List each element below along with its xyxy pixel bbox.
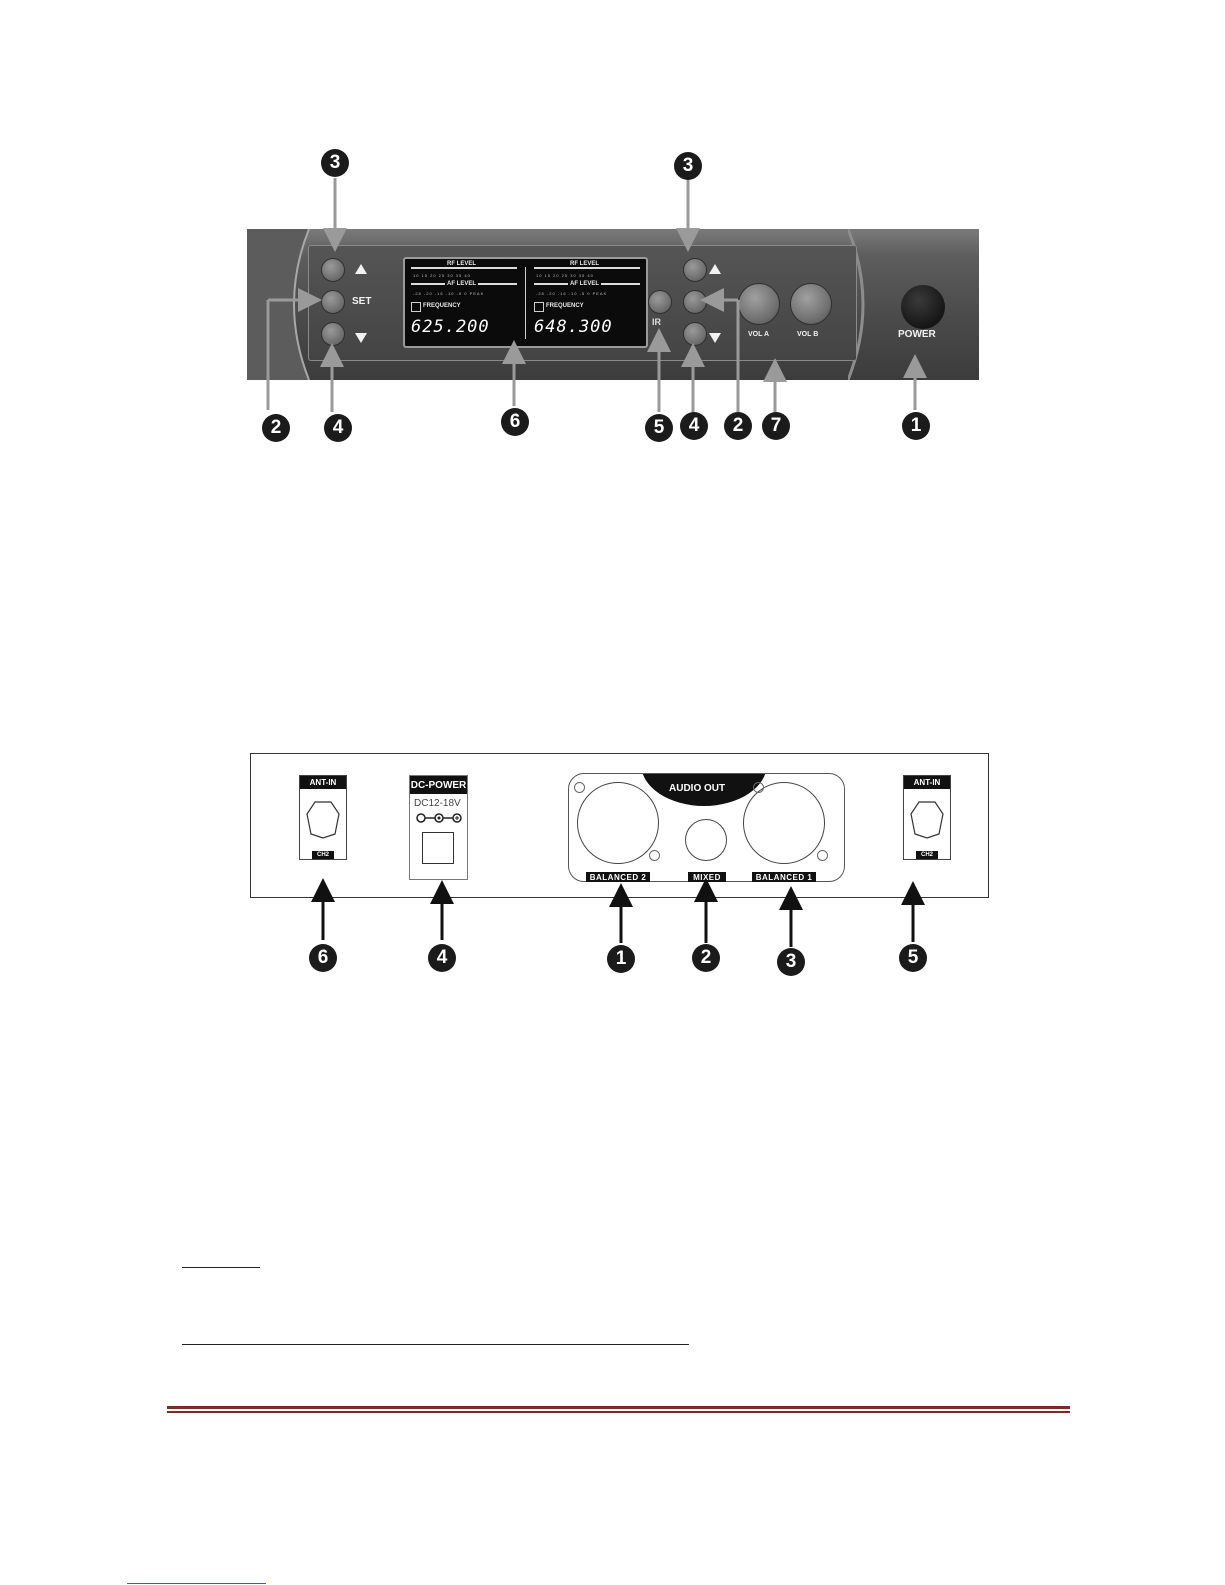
frequency-icon [411,302,421,312]
audio-out-label: AUDIO OUT [669,783,726,794]
up-button-a[interactable] [321,258,345,282]
callout-6: 6 [501,408,529,436]
rear-callout-1: 1 [607,945,635,973]
volume-a-knob[interactable] [738,283,780,325]
down-arrow-icon [355,333,367,343]
af-ticks: -28 -20 -16 -10 -5 0 PEAK [536,291,608,296]
balanced-1-label: BALANCED 1 [752,872,816,882]
rear-callout-4: 4 [428,944,456,972]
mount-hole [649,850,660,861]
up-arrow-icon [709,264,721,274]
footer-link-underline[interactable] [127,1583,266,1584]
callout-3-left: 3 [321,149,349,177]
channel-b-frequency: 648.300 [534,317,613,337]
rf-ticks: 10 15 20 25 30 35 40 [413,273,471,278]
up-button-b[interactable] [683,258,707,282]
mount-hole [753,782,764,793]
footer-rule-thin [167,1411,1070,1413]
rear-callout-6: 6 [309,944,337,972]
frequency-label: FREQUENCY [423,303,461,309]
callout-4-right: 4 [680,412,708,440]
ant-in-label: ANT-IN [904,776,950,789]
polarity-icon [416,813,462,823]
down-button-b[interactable] [683,322,707,346]
af-level-label: AF LEVEL [445,281,479,287]
front-panel-left-bevel [247,229,310,380]
callout-7: 7 [762,412,790,440]
footer-rule [167,1406,1070,1409]
ir-label: IR [652,317,661,327]
callout-3-right: 3 [674,152,702,180]
audio-out-block: AUDIO OUT [568,773,845,882]
mixed-label: MIXED [688,872,726,882]
rf-ticks: 10 15 20 25 30 35 40 [536,273,594,278]
antenna-input-right[interactable]: ANT-IN CH2 [903,775,951,860]
frequency-icon [534,302,544,312]
rf-level-label: RF LEVEL [568,261,602,267]
antenna-connector-icon [306,801,340,839]
dc-power-label: DC-POWER [410,776,467,794]
power-button[interactable] [901,285,945,329]
af-ticks: -28 -20 -16 -10 -5 0 PEAK [413,291,485,296]
rear-panel-diagram: ANT-IN CH2 DC-POWER DC12-18V AUDIO OUT [0,740,1225,980]
rear-callout-3: 3 [777,948,805,976]
dc-voltage-label: DC12-18V [414,798,461,809]
antenna-input-left[interactable]: ANT-IN CH2 [299,775,347,860]
callout-1: 1 [902,412,930,440]
heading-underline-short [182,1267,260,1268]
balanced-1-connector[interactable] [743,782,825,864]
power-label: POWER [898,329,936,340]
balanced-2-label: BALANCED 2 [586,872,650,882]
dc-power-jack[interactable] [422,832,454,864]
ant-in-label: ANT-IN [300,776,346,789]
ant-channel-chip: CH2 [916,851,938,859]
vol-a-label: VOL A [748,331,770,338]
set-label: SET [352,296,372,307]
volume-b-knob[interactable] [790,283,832,325]
rear-callout-5: 5 [899,944,927,972]
up-arrow-icon [355,264,367,274]
lcd-channel-a: RF LEVEL 10 15 20 25 30 35 40 AF LEVEL -… [405,259,523,346]
vol-b-label: VOL B [797,331,819,338]
front-callout-arrows [266,178,927,412]
rear-callout-arrows [311,878,925,947]
mount-hole [817,850,828,861]
callout-2-left: 2 [262,414,290,442]
mixed-connector[interactable] [685,819,727,861]
set-button-a[interactable] [321,290,345,314]
channel-a-frequency: 625.200 [411,317,490,337]
callout-5: 5 [645,414,673,442]
dc-power-block: DC-POWER DC12-18V [409,775,468,880]
callout-2-right: 2 [724,412,752,440]
lcd-divider [525,267,526,339]
lcd-display: RF LEVEL 10 15 20 25 30 35 40 AF LEVEL -… [403,257,648,348]
ant-channel-chip: CH2 [312,851,334,859]
ir-button[interactable] [648,290,672,314]
antenna-connector-icon [910,801,944,839]
rf-level-label: RF LEVEL [445,261,479,267]
frequency-label: FREQUENCY [546,303,584,309]
callout-4-left: 4 [324,414,352,442]
lcd-channel-b: RF LEVEL 10 15 20 25 30 35 40 AF LEVEL -… [528,259,646,346]
heading-underline-long [182,1344,689,1345]
front-panel-diagram: SET RF LEVEL 10 15 20 25 30 35 40 AF LEV… [0,0,1225,470]
af-level-label: AF LEVEL [568,281,602,287]
mount-hole [574,782,585,793]
rear-callout-2: 2 [692,944,720,972]
down-arrow-icon [709,333,721,343]
balanced-2-connector[interactable] [577,782,659,864]
